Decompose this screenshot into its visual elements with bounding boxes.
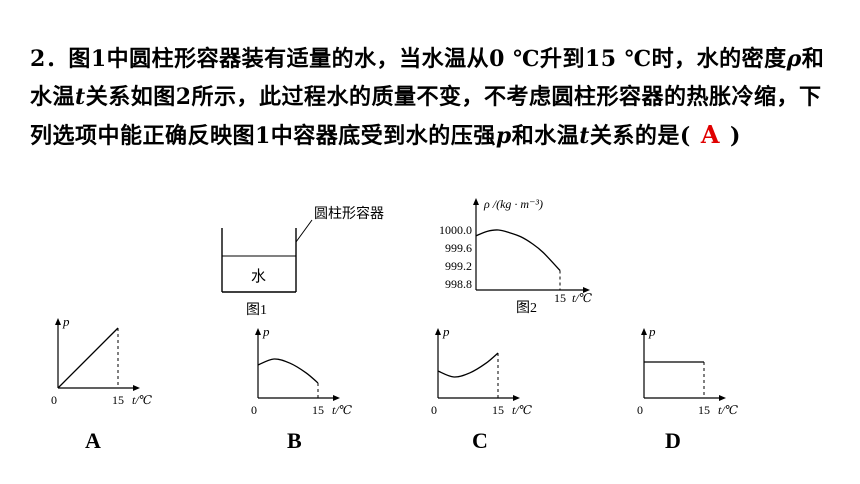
figure-1: 圆柱形容器 水 图1: [210, 196, 390, 326]
figure-2-svg: ρ /(kg · m⁻³) 1000.0 999.6 999.2 998.8 15 t…: [439, 197, 593, 316]
option-d-tick-15: 15: [698, 403, 710, 417]
figure-1-svg: 圆柱形容器 水 图1: [221, 205, 384, 318]
option-d-tick-0: 0: [637, 403, 643, 417]
option-d-x-arrow: [719, 395, 726, 401]
question-text: 2．图1中圆柱形容器装有适量的水，当水温从0 ℃升到15 ℃时，水的密度ρ和水温…: [30, 40, 830, 155]
option-a-p-label: p: [62, 314, 70, 329]
option-d-y-arrow: [641, 328, 647, 335]
option-a-label[interactable]: A: [85, 428, 101, 453]
option-d-p-label: p: [648, 324, 656, 339]
answer-mark: A: [700, 120, 720, 149]
option-a-svg: p 0 15 t/℃: [51, 314, 153, 407]
option-b-p-label: p: [262, 324, 270, 339]
fig2-x-tick-15: 15: [554, 291, 566, 305]
option-a-curve: [57, 327, 119, 389]
option-b-svg: p 0 15 t/℃: [251, 324, 353, 417]
option-d-graph: p 0 15 t/℃: [626, 320, 766, 430]
option-c-p-label: p: [442, 324, 450, 339]
option-d-t-label: t/℃: [718, 403, 739, 417]
option-c-y-arrow: [435, 328, 441, 335]
fig2-y-ticks: 1000.0 999.6 999.2 998.8: [439, 223, 472, 291]
question-seg3: 关系如图2所示，此过程水的质量不变，不考虑圆柱形容器的热胀冷缩，下列选项中能正确…: [30, 84, 822, 149]
option-c-x-arrow: [513, 395, 520, 401]
container-label: 圆柱形容器: [314, 205, 384, 222]
fig2-y-tick-label: 999.6: [445, 241, 472, 255]
symbol-t2: t: [579, 123, 590, 149]
question-seg4: 和水温: [511, 123, 580, 149]
option-d-svg: p 0 15 t/℃: [637, 324, 739, 417]
question-close: ): [729, 123, 741, 149]
option-c-tick-0: 0: [431, 403, 437, 417]
question-number: 2．: [30, 46, 69, 72]
figure-2-caption: 图2: [516, 301, 537, 316]
symbol-t: t: [75, 84, 86, 110]
option-c-tick-15: 15: [492, 403, 504, 417]
option-c-label[interactable]: C: [472, 428, 488, 453]
fig2-y-tick-label: 998.8: [445, 277, 472, 291]
symbol-p: p: [495, 123, 512, 149]
option-a-y-arrow: [55, 318, 61, 325]
option-b-t-label: t/℃: [332, 403, 353, 417]
fig2-y-tick-label: 1000.0: [439, 223, 472, 237]
option-a-graph: p 0 15 t/℃: [40, 310, 180, 420]
fig2-x-arrow: [583, 287, 590, 293]
question-seg1: 图1中圆柱形容器装有适量的水，当水温从0 ℃升到15 ℃时，水的密度: [68, 46, 787, 72]
fig2-y-arrow: [473, 198, 479, 205]
option-a-tick-0: 0: [51, 393, 57, 407]
symbol-rho: ρ: [786, 46, 802, 72]
option-b-x-arrow: [333, 395, 340, 401]
option-b-tick-15: 15: [312, 403, 324, 417]
option-c-t-label: t/℃: [512, 403, 533, 417]
water-label: 水: [251, 268, 266, 285]
option-c-curve: [437, 352, 499, 378]
fig2-x-axis-label: t/℃: [572, 291, 593, 305]
option-b-curve: [257, 358, 319, 384]
option-a-t-label: t/℃: [132, 393, 153, 407]
question-seg2: 和水温: [30, 46, 825, 110]
option-b-label[interactable]: B: [287, 428, 302, 453]
fig2-y-tick-label: 999.2: [445, 259, 472, 273]
container-leader-line: [295, 219, 313, 243]
option-b-tick-0: 0: [251, 403, 257, 417]
question-seg5: 关系的是(: [589, 123, 691, 149]
option-b-graph: p 0 15 t/℃: [240, 320, 380, 430]
option-a-x-arrow: [133, 385, 140, 391]
fig2-density-curve: [475, 229, 561, 271]
option-c-svg: p 0 15 t/℃: [431, 324, 533, 417]
option-c-graph: p 0 15 t/℃: [420, 320, 560, 430]
option-a-tick-15: 15: [112, 393, 124, 407]
figure-1-caption: 图1: [246, 303, 267, 318]
option-d-label[interactable]: D: [665, 428, 681, 453]
option-b-y-arrow: [255, 328, 261, 335]
figure-2: ρ /(kg · m⁻³) 1000.0 999.6 999.2 998.8 15 t…: [410, 194, 620, 322]
fig2-y-axis-label: ρ /(kg · m⁻³): [483, 197, 543, 211]
